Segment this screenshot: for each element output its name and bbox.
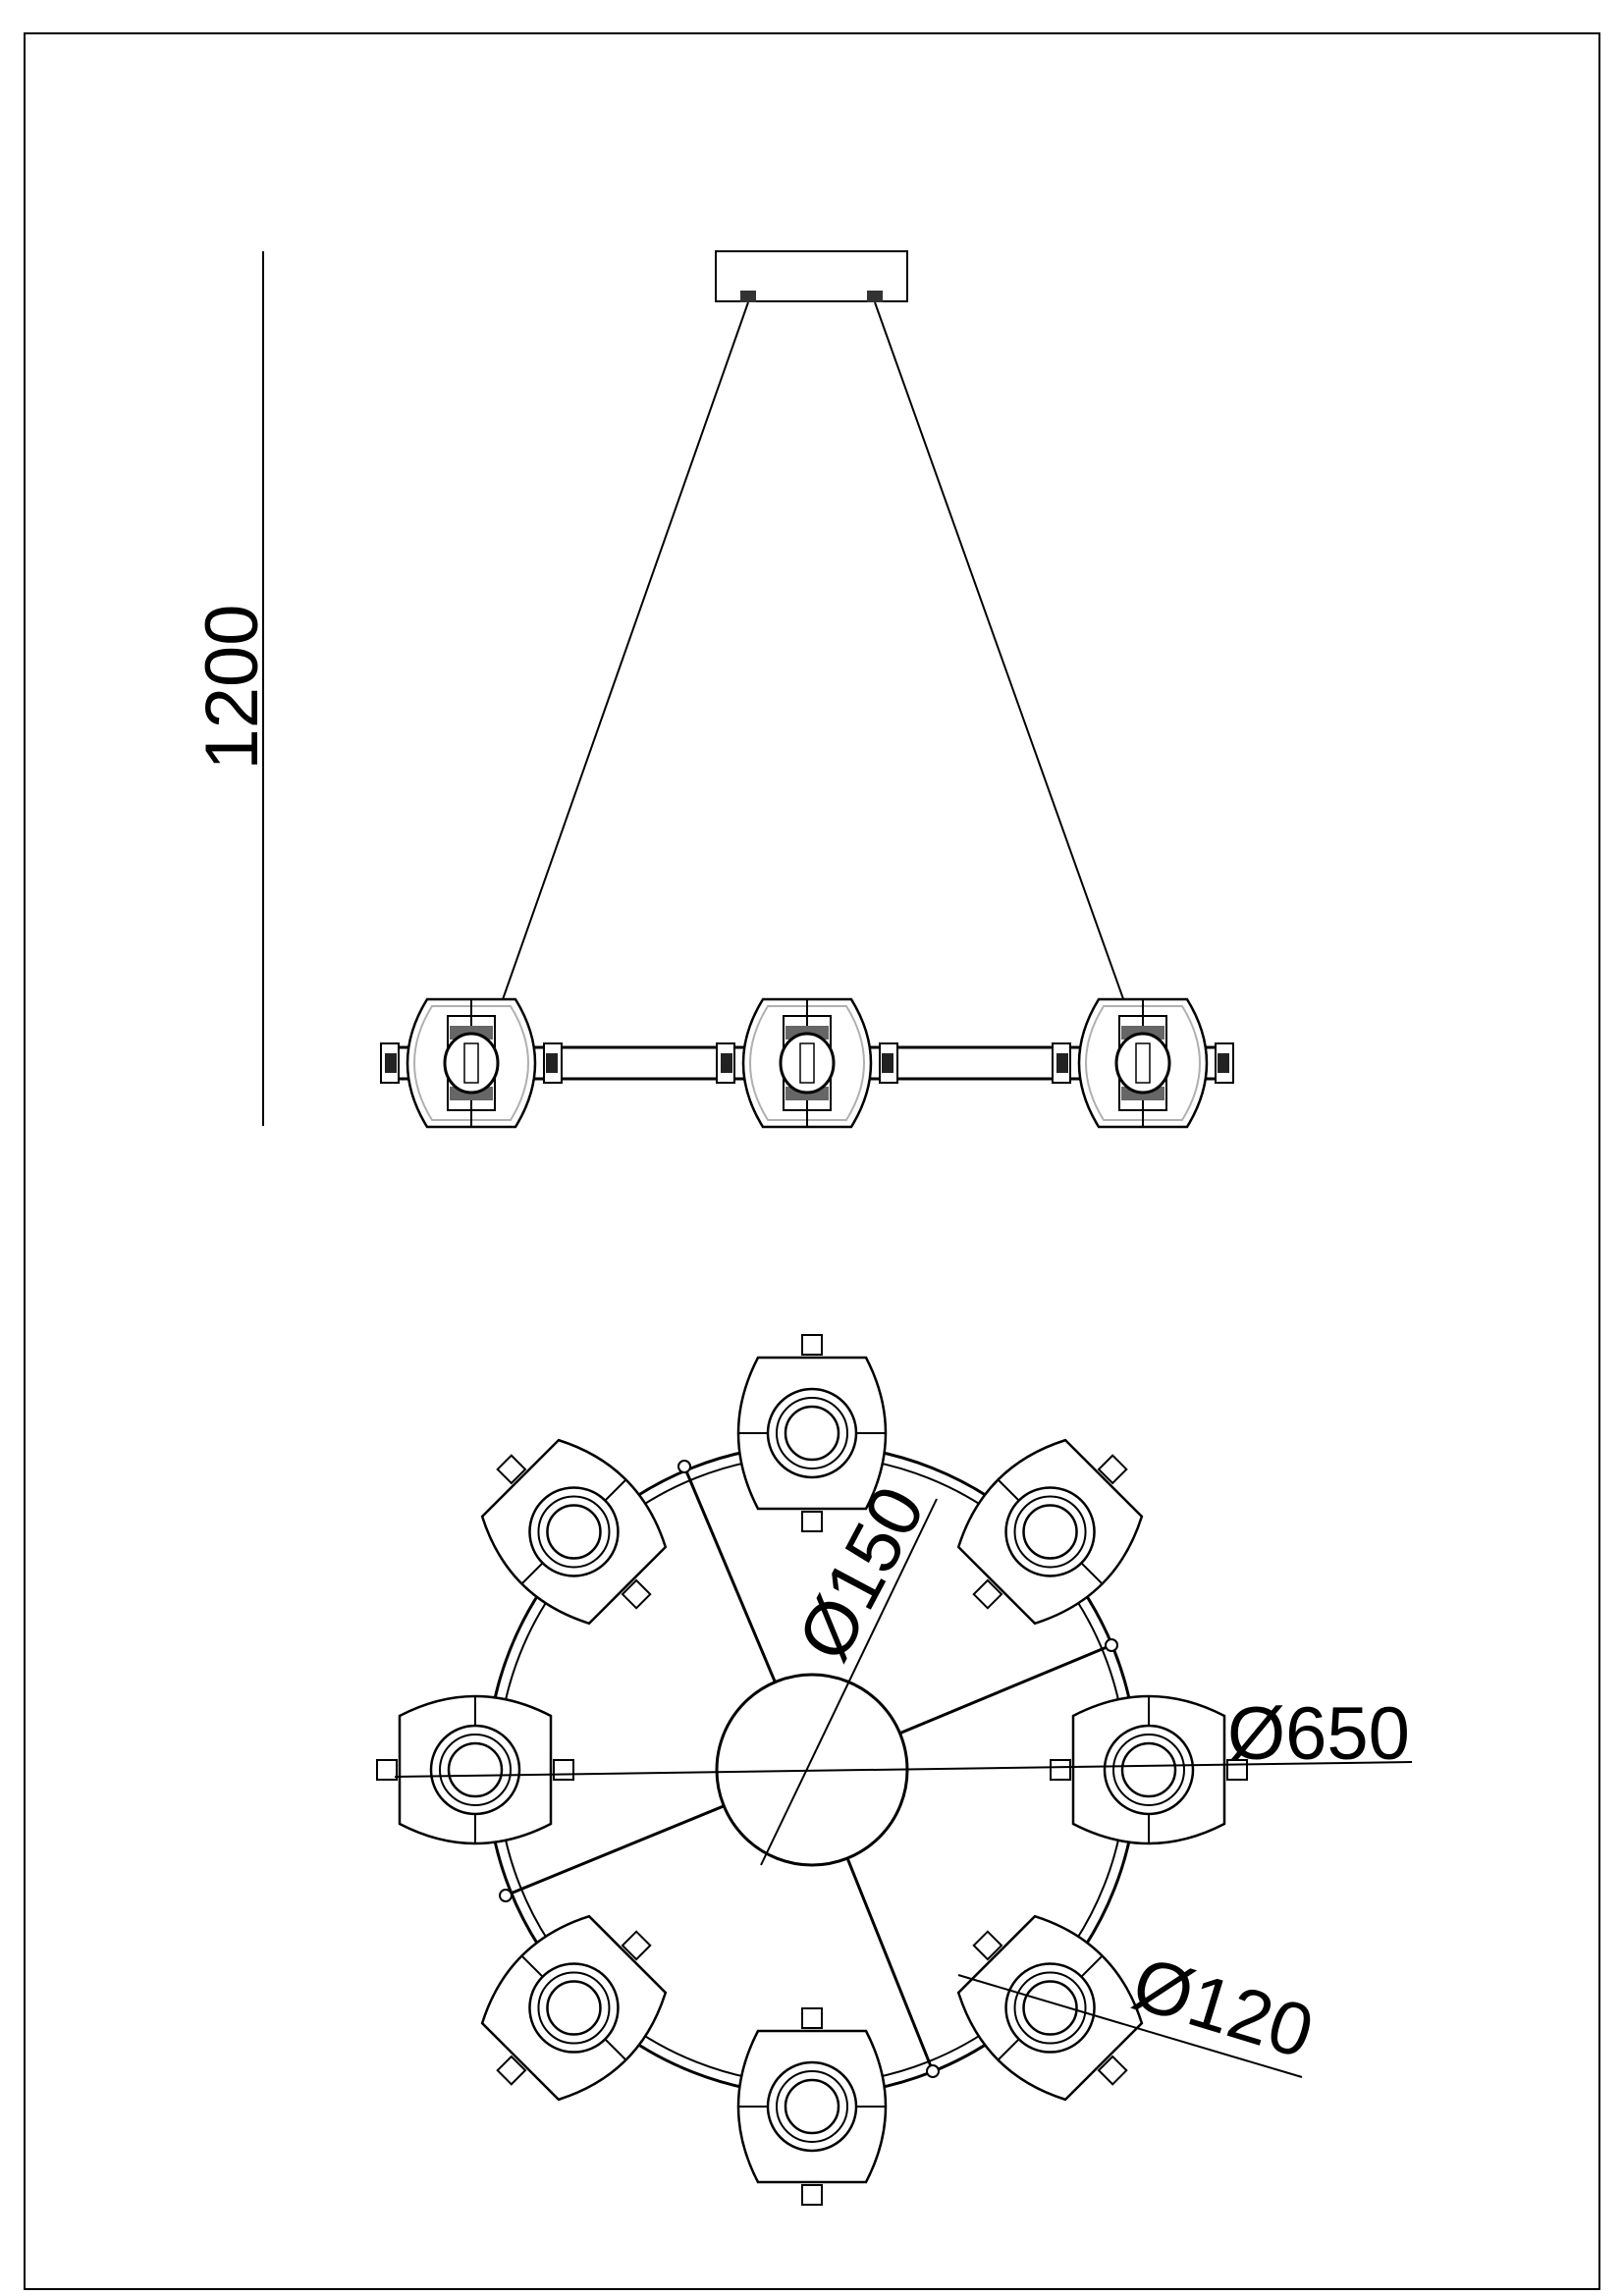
- socket-ring: [439, 1734, 512, 1806]
- socket-inner: [546, 1980, 602, 2036]
- end-cap-left-fill: [721, 1053, 732, 1073]
- socket-inner: [1022, 1980, 1078, 2036]
- ring-diameter-label: Ø650: [1227, 1692, 1410, 1776]
- top-lamp: [956, 1914, 1144, 2102]
- lamp-tab-inner: [553, 1759, 574, 1781]
- lamp-tab-outer: [1097, 2055, 1128, 2086]
- lamp-bulb: [463, 1042, 479, 1084]
- spoke-anchor: [1105, 1638, 1118, 1652]
- top-lamp: [1050, 1694, 1248, 1845]
- lamp-tab-outer: [376, 1759, 398, 1781]
- wire-clamp-left: [740, 291, 756, 302]
- wire-clamp-right: [867, 291, 883, 302]
- height-label: 1200: [190, 604, 274, 770]
- socket-inner: [1022, 1504, 1078, 1560]
- canopy-diameter-line: [760, 1498, 938, 1866]
- ring-diameter-line: [394, 1761, 1413, 1778]
- lamp-bulb: [799, 1042, 815, 1084]
- lamp-tab-inner: [972, 1930, 1003, 1961]
- end-cap-left-fill: [1056, 1053, 1068, 1073]
- lamp-tab-inner: [801, 1511, 823, 1532]
- socket-inner: [784, 1405, 840, 1462]
- suspension-wire-right: [874, 301, 1132, 1022]
- side-lamp: [380, 997, 563, 1129]
- socket-ring: [1013, 1971, 1087, 2045]
- lamp-tab-inner: [801, 2007, 823, 2029]
- socket-ring: [1013, 1495, 1087, 1569]
- end-cap-left-fill: [385, 1053, 397, 1073]
- top-lamp: [376, 1694, 574, 1845]
- lamp-tab-outer: [496, 1454, 527, 1485]
- socket-inner: [546, 1504, 602, 1560]
- lamp-tab-inner: [621, 1930, 652, 1961]
- lamp-shade-inner: [1085, 1005, 1201, 1121]
- lamp-tab-outer: [801, 2184, 823, 2206]
- spoke-anchor: [499, 1889, 513, 1902]
- lamp-tab-outer: [496, 2055, 527, 2086]
- spoke-anchor: [926, 2064, 940, 2078]
- lamp-tab-inner: [972, 1578, 1003, 1610]
- lamp-tab-inner: [621, 1578, 652, 1610]
- end-cap-right-fill: [882, 1053, 893, 1073]
- socket-ring: [537, 1971, 611, 2045]
- top-lamp: [736, 1334, 888, 1532]
- suspension-wire-left: [482, 301, 749, 1056]
- side-view: 1200: [190, 250, 1234, 1129]
- top-lamp: [480, 1438, 668, 1626]
- top-lamp: [736, 2007, 888, 2206]
- socket-ring: [537, 1495, 611, 1569]
- socket-inner: [447, 1741, 504, 1798]
- side-lamp: [1052, 997, 1234, 1129]
- end-cap-right-fill: [546, 1053, 558, 1073]
- shade-diameter-line: [957, 1974, 1303, 2078]
- side-lamp: [716, 997, 898, 1129]
- end-cap-right-fill: [1218, 1053, 1229, 1073]
- socket-inner: [1120, 1741, 1177, 1798]
- lamp-bulb: [1135, 1042, 1151, 1084]
- socket-ring: [1112, 1734, 1185, 1806]
- top-lamp: [956, 1438, 1144, 1626]
- top-lamp: [480, 1914, 668, 2102]
- lamp-tab-outer: [801, 1334, 823, 1356]
- socket-inner: [784, 2078, 840, 2135]
- lamp-tab-outer: [1097, 1454, 1128, 1485]
- lamp-tab-inner: [1050, 1759, 1071, 1781]
- drawing-frame: [24, 32, 1600, 2290]
- socket-ring: [776, 2070, 848, 2143]
- lamp-shade-inner: [749, 1005, 865, 1121]
- socket-ring: [776, 1397, 848, 1469]
- lamp-shade-inner: [413, 1005, 529, 1121]
- top-view: Ø150 Ø650 Ø120: [376, 1334, 1413, 2206]
- spoke-anchor: [677, 1460, 691, 1473]
